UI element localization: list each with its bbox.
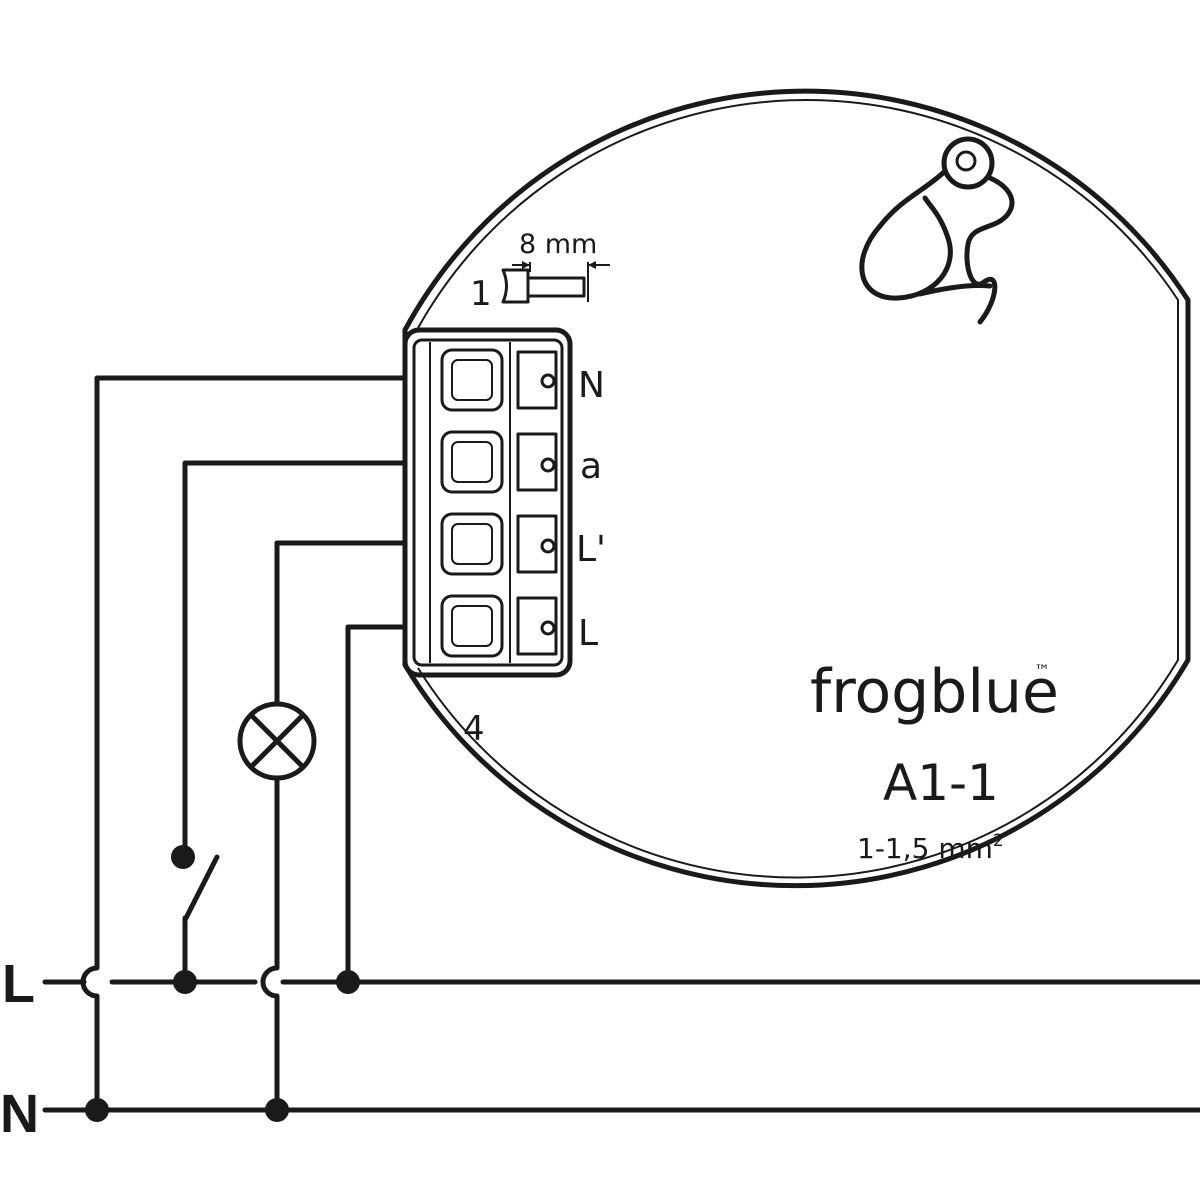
terminal-slot-3[interactable] xyxy=(440,512,558,576)
terminal-slot-1[interactable] xyxy=(440,348,558,412)
strip-length-label: 8 mm xyxy=(519,229,597,260)
terminal-block xyxy=(402,327,573,678)
wire-phase xyxy=(336,624,405,994)
model-number: A1-1 xyxy=(883,754,999,812)
frog-logo-icon xyxy=(859,136,1015,325)
wire-switch xyxy=(171,460,405,994)
wire-gauge: 1-1,5 mm2 xyxy=(857,831,1004,865)
terminal-number-last: 4 xyxy=(463,709,485,749)
junction-phase-switch xyxy=(173,970,197,994)
switch-icon[interactable] xyxy=(182,854,220,985)
terminal-label-l: L xyxy=(578,613,598,654)
device-housing xyxy=(402,88,1191,889)
brand-trademark: ™ xyxy=(1034,661,1050,680)
brand-name: frogblue xyxy=(810,657,1059,727)
terminal-label-a: a xyxy=(580,446,602,487)
junction-phase-device xyxy=(336,970,360,994)
bus-label-phase: L xyxy=(2,954,35,1014)
wire-neutral xyxy=(80,375,405,1122)
terminal-number-first: 1 xyxy=(470,274,492,314)
terminal-slot-4[interactable] xyxy=(440,594,558,658)
terminal-slot-2[interactable] xyxy=(440,430,558,494)
lamp-icon xyxy=(237,701,317,781)
terminal-label-l-prime: L' xyxy=(576,529,606,570)
bus-label-neutral: N xyxy=(0,1084,39,1144)
junction-neutral-2 xyxy=(265,1098,289,1122)
junction-neutral-1 xyxy=(85,1098,109,1122)
wire-strip-icon xyxy=(501,261,610,304)
terminal-label-n: N xyxy=(578,365,605,406)
wire-lamp xyxy=(237,540,405,1122)
